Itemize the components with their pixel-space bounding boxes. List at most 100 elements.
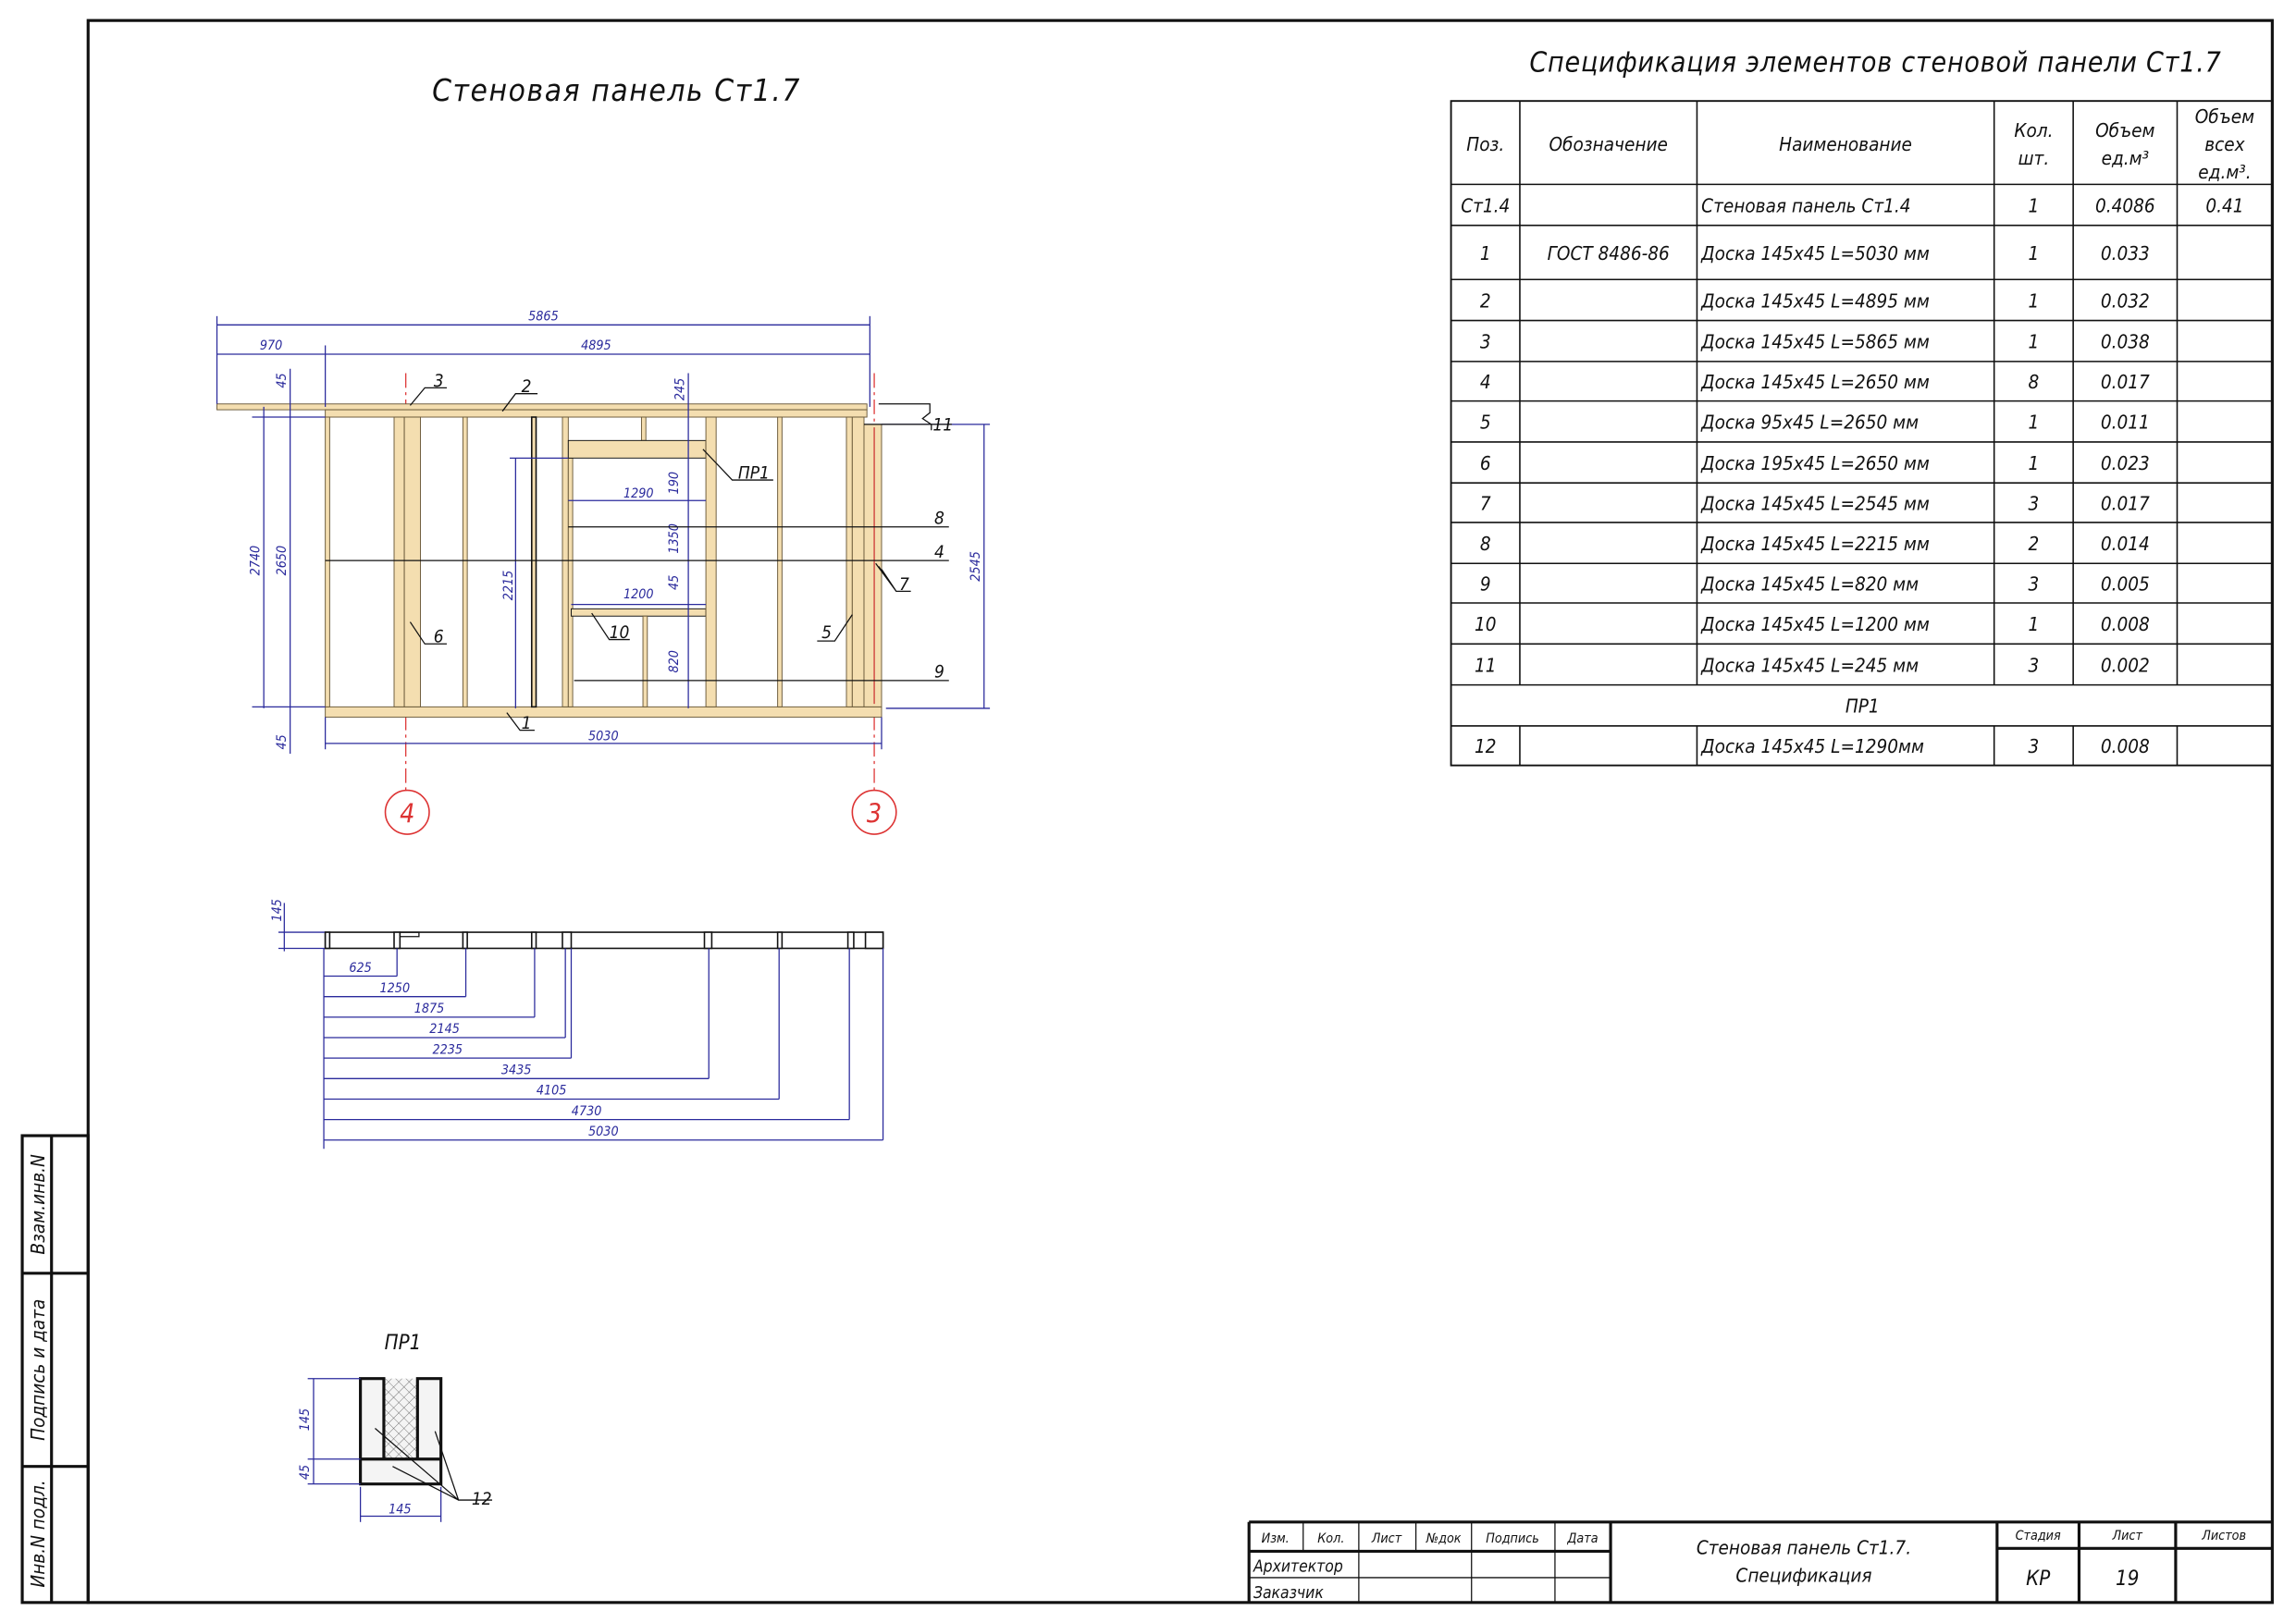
table-cell-qty: 8 [2029, 371, 2040, 393]
callout-2: 2 [522, 376, 532, 397]
table-cell-name: Доска 145х45 L=245 мм [1700, 654, 1919, 676]
table-cell-name: Доска 145х45 L=1200 мм [1700, 613, 1930, 635]
stud [846, 416, 853, 707]
table-cell-qty: 1 [2029, 452, 2040, 474]
axis-marker-3 [851, 789, 897, 835]
table-cell-name: Доска 145х45 L=820 мм [1700, 573, 1919, 596]
tb-sheet: 19 [2116, 1567, 2139, 1591]
tb-header-qty: Кол. [1317, 1531, 1344, 1546]
stud [325, 416, 330, 707]
table-cell-pos: 6 [1480, 452, 1491, 474]
spec-title: Спецификация элементов стеновой панели С… [1529, 47, 2221, 80]
title-block: Изм. Кол. Лист №док Подпись Дата Архитек… [1247, 1520, 2273, 1603]
section-dim-145-v: 145 [298, 1408, 313, 1431]
dim-45-bottom: 45 [275, 734, 290, 749]
table-header-cell: шт. [2018, 147, 2050, 169]
table-cell-vol: 0.008 [2101, 735, 2150, 757]
dim-2740: 2740 [248, 546, 263, 576]
table-cell-pos: 8 [1480, 533, 1491, 555]
plan-stud [462, 931, 468, 950]
dim-4895: 4895 [581, 338, 611, 353]
callout-1: 1 [522, 713, 532, 733]
plan-dimension-label: 4730 [572, 1104, 602, 1119]
side-stamp: Взам.инв.N Подпись и дата Инв.N подл. [20, 1134, 90, 1605]
plan-stud [562, 931, 573, 950]
dim-2650: 2650 [275, 546, 290, 576]
dim-1350: 1350 [667, 523, 682, 554]
tb-header-signature: Подпись [1486, 1531, 1539, 1546]
table-cell-pos: 5 [1480, 412, 1491, 434]
tb-sheets-label: Листов [2201, 1529, 2246, 1543]
board-10 [571, 608, 707, 617]
board-7 [863, 424, 883, 707]
table-header-cell: Наименование [1779, 133, 1912, 155]
table-cell-pos: 4 [1480, 371, 1491, 393]
dim-5030: 5030 [588, 730, 619, 744]
table-cell-name: Доска 145х45 L=4895 мм [1700, 289, 1930, 312]
board-2 [325, 409, 868, 418]
callout-leaders [325, 387, 952, 732]
stud [562, 416, 569, 707]
table-cell-qty: 3 [2029, 493, 2040, 515]
plan-dimension-label: 2235 [432, 1042, 463, 1057]
board-8 [567, 457, 574, 707]
table-cell-qty: 1 [2029, 613, 2040, 635]
table-cell-qty: 1 [2029, 242, 2040, 264]
stud [393, 416, 405, 707]
table-cell-pos: Ст1.4 [1461, 194, 1510, 216]
table-header-cell: Объем [2195, 105, 2254, 128]
tb-stage: КР [2026, 1567, 2050, 1591]
table-cell-pos: 12 [1475, 735, 1497, 757]
plan-dimension-label: 4105 [537, 1084, 567, 1099]
dim-5865: 5865 [528, 310, 559, 325]
table-cell-qty: 2 [2029, 533, 2040, 555]
sheet-frame [86, 18, 2274, 1605]
table-cell-vol: 0.017 [2101, 493, 2150, 515]
axis-marker-4 [384, 789, 430, 835]
table-header-cell: Поз. [1466, 133, 1504, 155]
tb-header-sheet: Лист [1371, 1531, 1402, 1546]
board-11 [640, 416, 647, 441]
callout-pr1: ПР1 [738, 462, 770, 483]
table-cell-vol: 0.038 [2101, 331, 2150, 353]
plan-stud [393, 931, 401, 950]
table-cell-vol: 0.033 [2101, 242, 2150, 264]
table-cell-qty: 1 [2029, 194, 2040, 216]
table-cell-name: Доска 145х45 L=5030 мм [1700, 242, 1930, 264]
section-title: ПР1 [385, 1331, 422, 1355]
board-9 [642, 615, 648, 707]
stud [777, 416, 783, 707]
section-dim-45: 45 [298, 1465, 313, 1480]
tb-header-change: Изм. [1262, 1531, 1290, 1546]
table-cell-qty: 1 [2029, 331, 2040, 353]
plan-stud [864, 931, 884, 950]
board-5 [851, 416, 865, 707]
table-header-cell: ед.м³. [2198, 161, 2251, 183]
drawing-title: Стеновая панель Ст1.7 [432, 72, 801, 108]
table-header-cell: всех [2204, 133, 2245, 155]
table-cell-vol-total: 0.41 [2205, 194, 2243, 216]
table-cell-pos: 1 [1480, 242, 1491, 264]
table-header-cell: Кол. [2014, 119, 2053, 141]
table-cell-name: Доска 145х45 L=2215 мм [1700, 533, 1930, 555]
plan-dimension-label: 3435 [501, 1064, 532, 1078]
table-cell-vol: 0.017 [2101, 371, 2150, 393]
table-cell-vol: 0.014 [2101, 533, 2150, 555]
plan-dimension-label: 1875 [414, 1002, 445, 1016]
plan-stud [846, 931, 855, 950]
stud [530, 416, 537, 708]
wall-elevation: 4 3 [216, 310, 991, 835]
tb-name-line2: Спецификация [1735, 1565, 1871, 1587]
table-cell-qty: 1 [2029, 412, 2040, 434]
dim-245: 245 [673, 378, 687, 400]
callout-5: 5 [821, 622, 832, 643]
dim-2215: 2215 [501, 571, 516, 601]
table-cell-vol: 0.023 [2101, 452, 2150, 474]
tb-header-date: Дата [1566, 1531, 1598, 1546]
plan-stud [530, 931, 537, 950]
table-cell-pos: 10 [1475, 613, 1497, 635]
axis-label-3: 3 [867, 798, 882, 829]
plan-stud [703, 931, 713, 950]
table-cell-pos: 9 [1480, 573, 1491, 596]
